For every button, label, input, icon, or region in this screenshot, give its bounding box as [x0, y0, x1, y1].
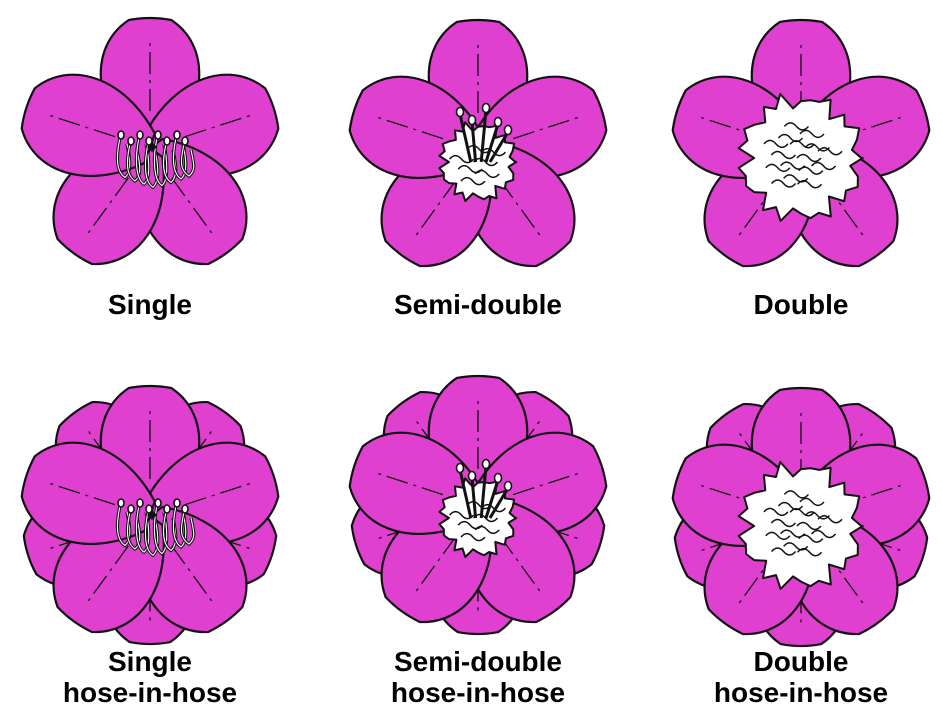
label-double: Double — [754, 289, 849, 320]
label-double-hose-in-hose-line1: Double — [754, 646, 849, 677]
anther — [128, 505, 134, 513]
anther — [495, 474, 502, 483]
label-single-hose-in-hose-line2: hose-in-hose — [63, 677, 237, 706]
anther — [483, 460, 490, 469]
anther — [155, 131, 161, 139]
anther — [128, 137, 134, 145]
anther — [182, 505, 188, 513]
label-semi-double: Semi-double — [394, 289, 562, 320]
anther — [469, 116, 476, 125]
anther — [164, 137, 170, 145]
anther — [505, 126, 512, 135]
anther — [457, 464, 464, 473]
label-semi-double-hose-in-hose-line1: Semi-double — [394, 646, 562, 677]
anther — [174, 499, 180, 507]
anther — [118, 131, 124, 139]
anther — [182, 137, 188, 145]
anther — [164, 505, 170, 513]
anther — [495, 118, 502, 127]
anther — [457, 108, 464, 117]
anther — [483, 104, 490, 113]
anther — [118, 499, 124, 507]
label-single-hose-in-hose-line1: Single — [108, 646, 192, 677]
anther — [469, 472, 476, 481]
anther — [174, 131, 180, 139]
label-double-hose-in-hose-line2: hose-in-hose — [714, 677, 888, 706]
anther — [137, 499, 143, 507]
anther — [137, 131, 143, 139]
anther — [505, 482, 512, 491]
label-semi-double-hose-in-hose-line2: hose-in-hose — [391, 677, 565, 706]
anther — [155, 499, 161, 507]
label-single: Single — [108, 289, 192, 320]
